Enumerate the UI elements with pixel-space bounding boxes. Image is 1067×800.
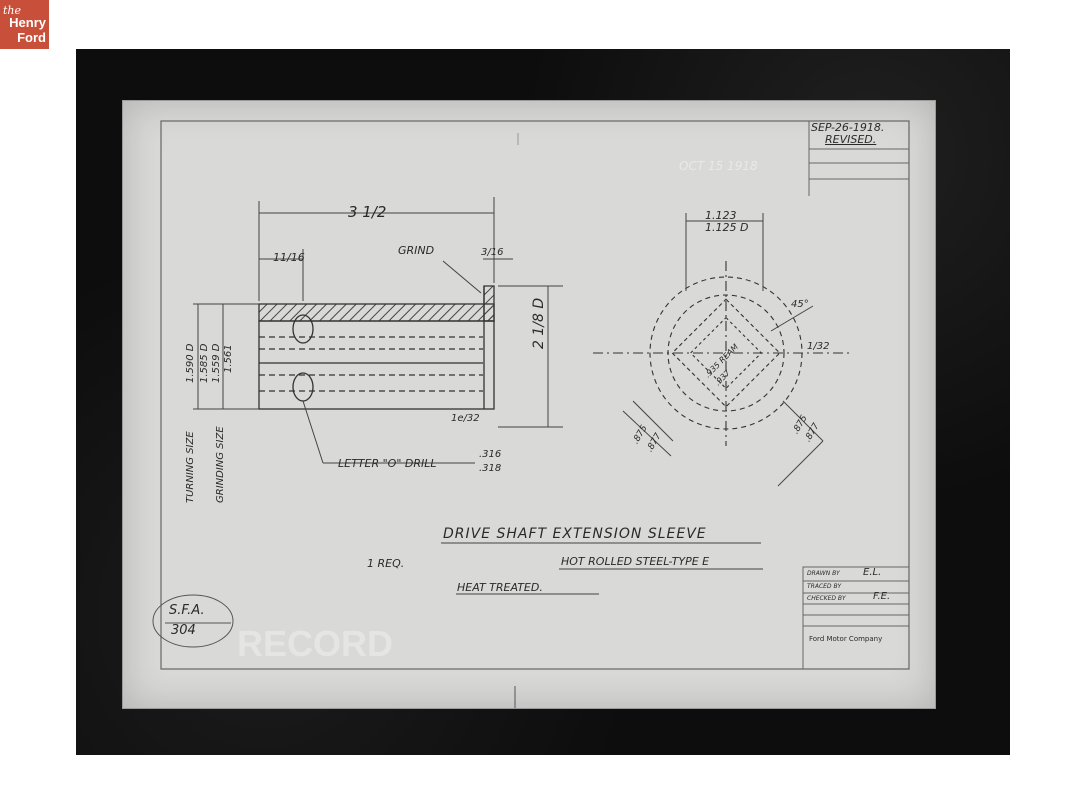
revision-block: [808, 121, 909, 196]
end-dimensions: [622, 213, 824, 487]
material-note: HOT ROLLED STEEL-TYPE E: [561, 555, 710, 568]
turning-size-label: TURNING SIZE: [185, 431, 196, 503]
drawn-by-initials: E.L.: [863, 567, 882, 578]
drawing-title: DRIVE SHAFT EXTENSION SLEEVE: [443, 526, 707, 542]
grinding-size-2: 1.559 D: [211, 343, 222, 383]
side-dimensions: [193, 197, 563, 464]
logo-the: the: [3, 4, 22, 17]
grinding-size-1: 1.585 D: [199, 343, 210, 383]
dim-length: 3 1/2: [348, 203, 387, 221]
part-code-2: 304: [171, 623, 196, 638]
dim-left: 11/16: [273, 251, 305, 264]
received-stamp: OCT 15 1918: [679, 159, 758, 173]
title-block: [802, 566, 910, 670]
henry-ford-logo: the Henry Ford: [0, 0, 49, 49]
part-code-circle: [152, 594, 234, 648]
logo-henry: Henry: [9, 15, 46, 30]
checked-by-label: CHECKED BY: [807, 595, 846, 602]
drill-note: LETTER "O" DRILL: [338, 457, 437, 470]
title-underlines: [441, 133, 763, 595]
heat-note: HEAT TREATED.: [457, 581, 543, 594]
turning-size-value: 1.590 D: [185, 343, 196, 383]
drawing-canvas: [152, 120, 910, 708]
checked-by-initials: F.E.: [873, 591, 891, 602]
blueprint-sheet: SEP-26-1918. REVISED. OCT 15 1918 3 1/2 …: [122, 100, 936, 709]
dim-bottom: 1e/32: [451, 413, 480, 424]
grinding-size-label: GRINDING SIZE: [215, 426, 226, 503]
logo-ford: Ford: [17, 30, 46, 45]
dim-right: 3/16: [481, 247, 504, 258]
date-stamp: SEP-26-1918.: [811, 121, 885, 134]
drill-value-1: .316: [479, 449, 502, 460]
part-code-1: S.F.A.: [169, 603, 205, 618]
company-name: Ford Motor Company: [809, 635, 883, 643]
bore-value-1: 1.123: [705, 209, 737, 222]
sleeve-side-view: [258, 285, 495, 410]
quantity-note: 1 REQ.: [367, 557, 405, 570]
dim-outer-diameter: 2 1/8 D: [531, 297, 547, 349]
drawing-border: [160, 120, 910, 670]
traced-by-label: TRACED BY: [807, 583, 842, 590]
chamfer-label: 1/32: [807, 341, 830, 352]
drill-value-2: .318: [479, 463, 502, 474]
grind-note: GRIND: [398, 244, 435, 257]
record-stamp: RECORD: [237, 623, 394, 664]
bore-value-2: 1.125 D: [705, 221, 749, 234]
grinding-size-3: 1.561: [223, 344, 234, 373]
sleeve-end-view: [593, 261, 853, 446]
drawn-by-label: DRAWN BY: [807, 570, 840, 577]
angle-label: 45°: [791, 299, 809, 310]
revised-label: REVISED.: [825, 133, 877, 146]
